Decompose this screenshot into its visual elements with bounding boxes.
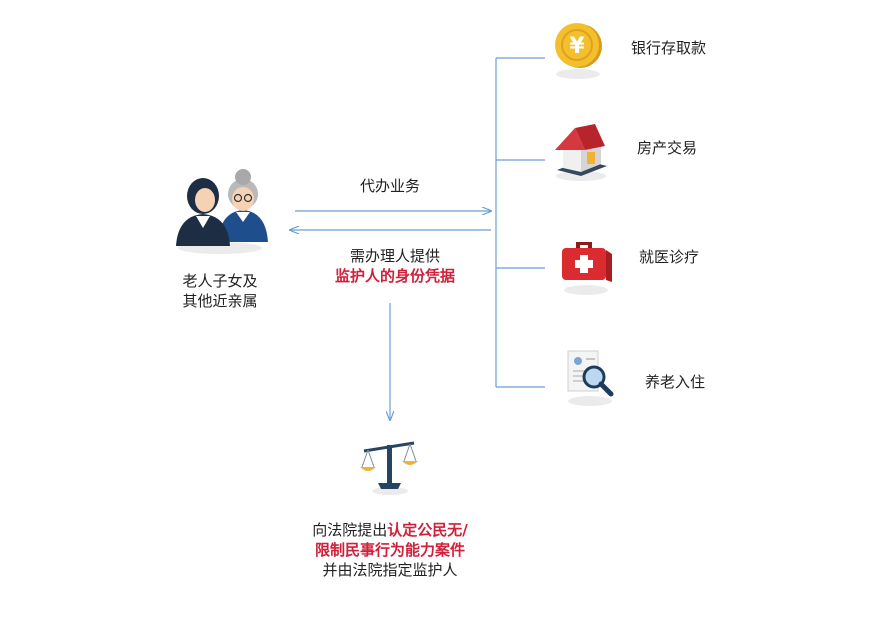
document-search-icon <box>567 350 614 406</box>
court-description: 向法院提出认定公民无/ 限制民事行为能力案件 并由法院指定监护人 <box>260 520 520 580</box>
service-label-house: 房产交易 <box>637 139 698 157</box>
forward-arrow-label: 代办业务 <box>359 177 420 195</box>
court-line3: 并由法院指定监护人 <box>322 561 458 579</box>
service-label-medical: 就医诊疗 <box>639 248 700 266</box>
court-line1-highlight: 认定公民无/ <box>387 521 468 539</box>
medical-kit-icon <box>562 242 612 295</box>
scales-icon <box>360 441 418 495</box>
house-icon <box>555 124 607 181</box>
court-line1-prefix: 向法院提出 <box>312 521 388 539</box>
people-label: 老人子女及 其他近亲属 <box>182 272 258 310</box>
elderly-and-family-icon <box>176 169 268 254</box>
yuan-coin-icon: ¥ <box>555 23 602 79</box>
back-arrow-label: 需办理人提供 监护人的身份凭据 <box>334 247 455 285</box>
court-line2-highlight: 限制民事行为能力案件 <box>314 541 465 559</box>
service-label-bank: 银行存取款 <box>631 39 707 57</box>
svg-text:¥: ¥ <box>569 34 585 59</box>
service-label-elderly-care: 养老入住 <box>645 373 706 391</box>
